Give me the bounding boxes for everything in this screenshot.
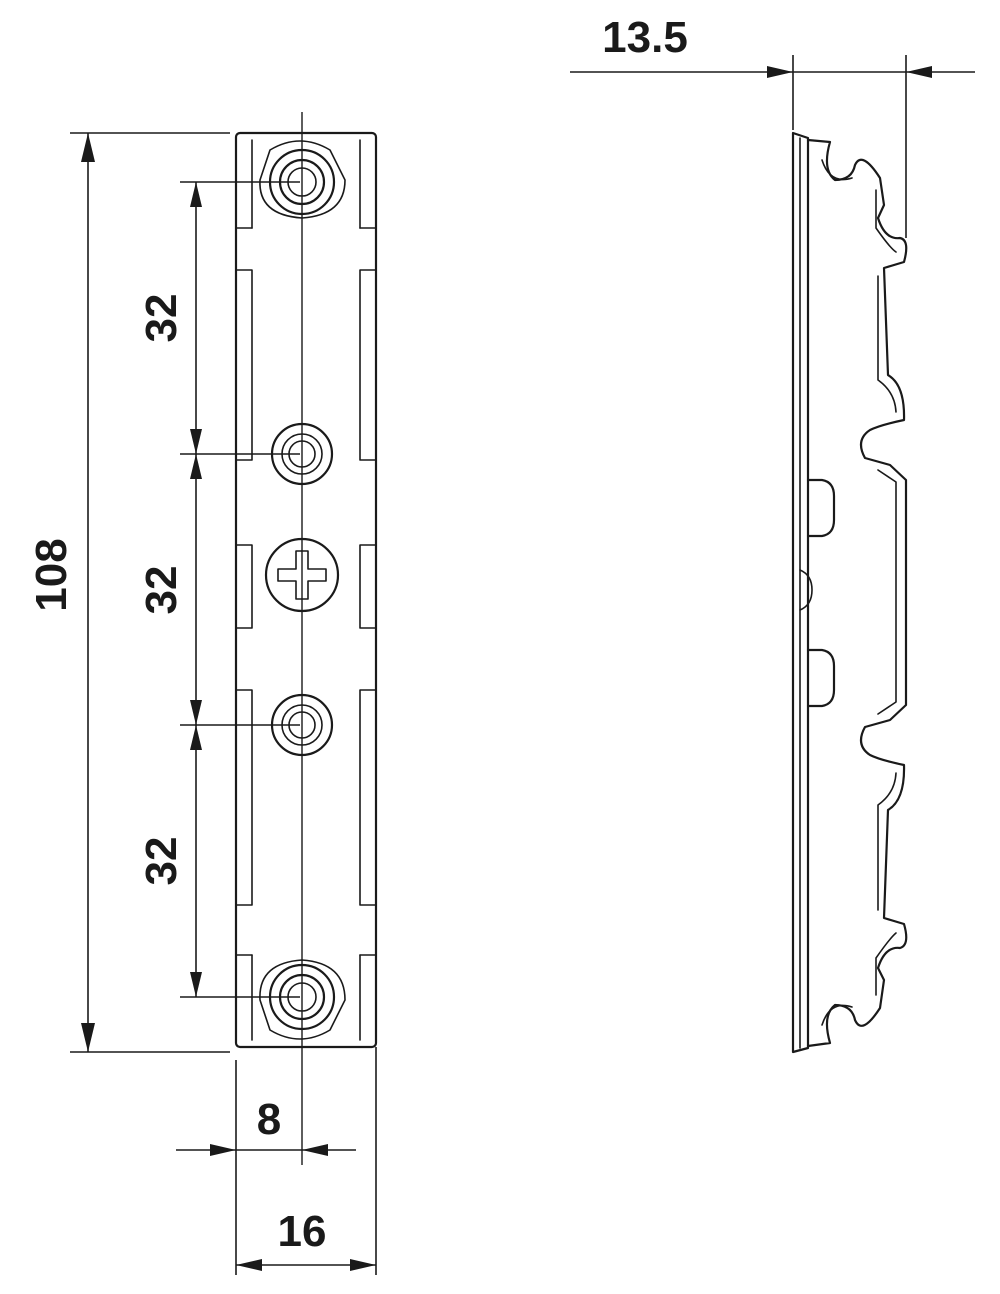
plate-edge-details <box>235 139 377 1041</box>
dimension-depth: 13.5 <box>570 13 975 238</box>
dimension-label-8: 8 <box>257 1095 281 1144</box>
side-view <box>791 131 908 1054</box>
dimension-total-height: 108 <box>27 132 230 1053</box>
front-view <box>234 112 378 1165</box>
dimension-label-32-middle: 32 <box>137 566 186 615</box>
dimension-label-16: 16 <box>278 1207 327 1256</box>
plate-outline <box>234 131 378 1049</box>
side-tab-upper <box>806 478 836 538</box>
dimension-label-13-5: 13.5 <box>602 13 688 62</box>
dimension-hole-spacing: 32 32 32 <box>137 181 300 998</box>
side-tab-lower <box>806 648 836 708</box>
side-screw-profile <box>799 569 813 611</box>
dimension-label-108: 108 <box>27 538 76 611</box>
dimension-label-32-lower: 32 <box>137 837 186 886</box>
side-plate-strip <box>791 131 810 1054</box>
dimension-label-32-upper: 32 <box>137 294 186 343</box>
side-profile-flange <box>806 138 908 1048</box>
dimension-width: 8 16 <box>176 1047 377 1275</box>
